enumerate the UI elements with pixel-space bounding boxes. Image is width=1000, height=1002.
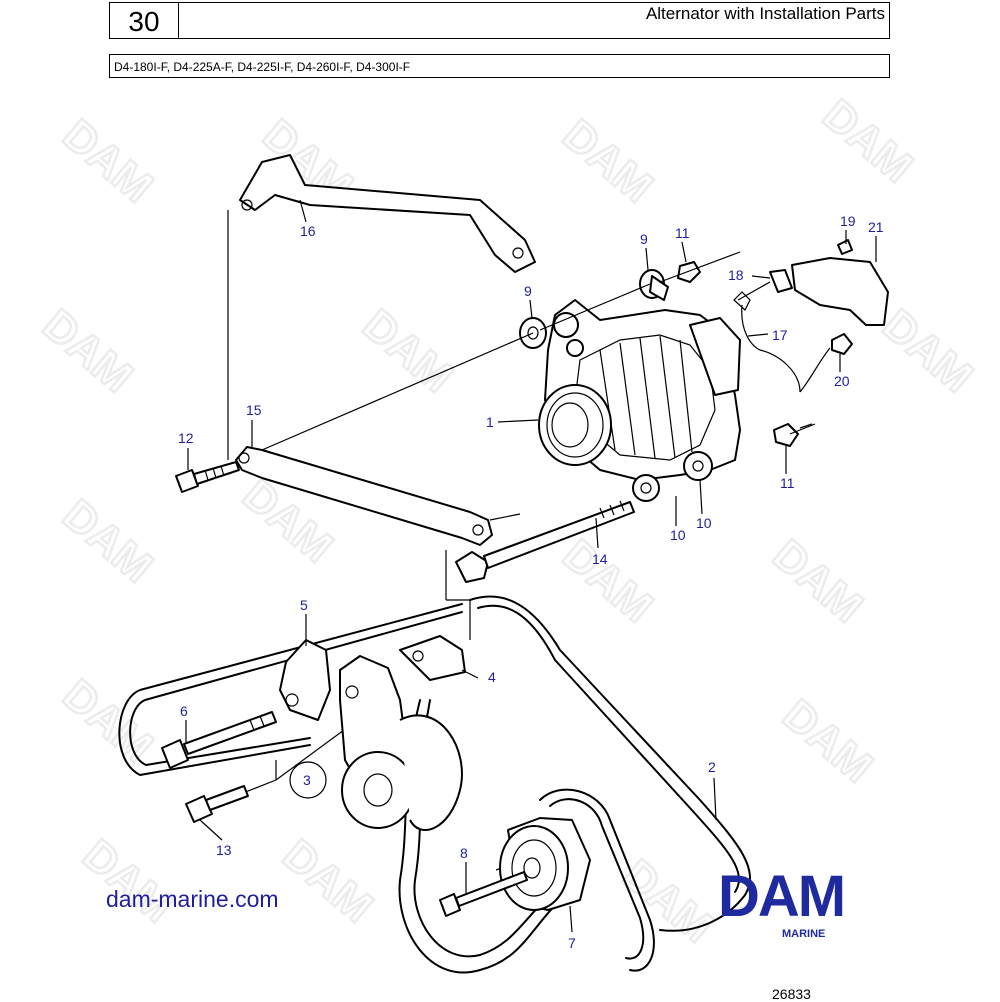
- alternator: [538, 299, 741, 502]
- callout-label: 8: [460, 845, 468, 861]
- logo-wordmark: DAM: [718, 864, 846, 929]
- callout-circle: [289, 761, 327, 799]
- watermark: DAM: [874, 300, 982, 402]
- callout-label: 18: [728, 267, 744, 283]
- callout-label: 17: [772, 327, 788, 343]
- logo-subtext: MARINE: [782, 928, 826, 940]
- watermark: DAM: [274, 830, 382, 932]
- small-hardware: [519, 239, 889, 447]
- upper-bracket: [239, 154, 536, 273]
- watermark: DAM: [764, 530, 872, 632]
- callout-labels: 1 2 3 4 5 6 7 8 9 9 10 10 11 11 12 13 14…: [178, 213, 884, 951]
- bolt-12: [175, 461, 240, 493]
- watermark: DAM: [74, 830, 182, 932]
- watermark: DAM: [774, 690, 882, 792]
- watermark: DAM: [54, 110, 162, 212]
- callout-label: 11: [780, 475, 795, 491]
- title-box: Alternator with Installation Parts: [178, 2, 890, 39]
- callout-label: 19: [840, 213, 856, 229]
- callout-label: 20: [834, 373, 850, 389]
- bolt-13: [185, 785, 249, 823]
- watermark: DAM: [54, 490, 162, 592]
- callout-label: 3: [303, 772, 311, 788]
- callout-label: 9: [524, 283, 532, 299]
- dam-marine-logo: DAM MARINE: [718, 868, 898, 948]
- section-number: 30: [128, 6, 160, 37]
- watermark: DAM: [34, 300, 142, 402]
- website-link[interactable]: dam-marine.com: [106, 886, 279, 912]
- callout-label: 14: [592, 551, 608, 567]
- callout-label: 1: [486, 414, 494, 430]
- callout-label: 6: [180, 703, 188, 719]
- section-number-box: 30: [109, 2, 179, 39]
- callout-label: 16: [300, 223, 316, 239]
- callout-label: 21: [868, 219, 884, 235]
- watermark: DAM: [614, 850, 722, 952]
- watermark: DAM: [814, 90, 922, 192]
- drawing-number: 26833: [772, 986, 811, 1002]
- callout-label: 4: [488, 669, 496, 685]
- callout-label: 13: [216, 842, 232, 858]
- callout-label: 2: [708, 759, 716, 775]
- models-box: D4-180I-F, D4-225A-F, D4-225I-F, D4-260I…: [109, 54, 890, 78]
- page-title: Alternator with Installation Parts: [645, 4, 885, 23]
- callout-label: 10: [670, 527, 686, 543]
- label-leaders: [185, 199, 877, 933]
- callout-label: 12: [178, 430, 194, 446]
- watermark: DAM: [554, 110, 662, 212]
- callout-label: 10: [696, 515, 712, 531]
- callout-label: 11: [675, 225, 690, 241]
- engine-models: D4-180I-F, D4-225A-F, D4-225I-F, D4-260I…: [114, 60, 411, 74]
- belt-tensioner: [279, 635, 466, 831]
- callout-label: 5: [300, 597, 308, 613]
- callout-label: 9: [640, 231, 648, 247]
- callout-label: 7: [568, 935, 576, 951]
- drive-belt: [118, 595, 751, 974]
- bolt-6: [161, 711, 277, 769]
- callout-label: 15: [246, 402, 262, 418]
- watermark: DAM: [554, 530, 662, 632]
- adjusting-strut: [235, 446, 493, 546]
- idler-pulley: [439, 817, 591, 917]
- watermark: DAM: [54, 670, 162, 772]
